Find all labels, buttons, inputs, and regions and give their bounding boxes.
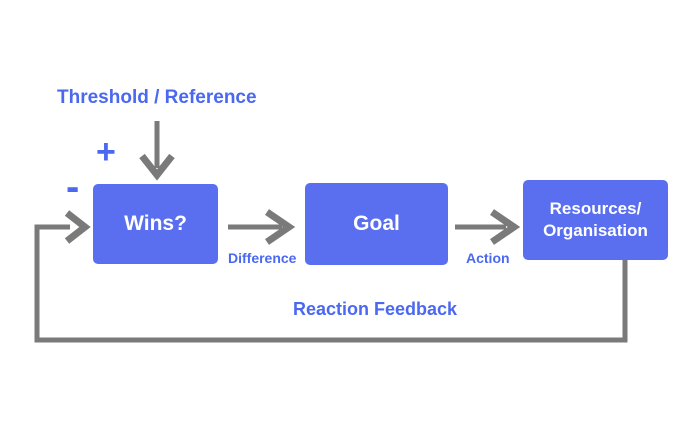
difference-edge-label: Difference <box>228 250 297 266</box>
feedback-loop-path-icon <box>34 210 628 343</box>
node-wins: Wins? <box>93 184 218 264</box>
plus-sign: + <box>96 133 116 171</box>
arrow-goal-to-resources-icon <box>455 209 521 245</box>
node-resources-organisation: Resources/ Organisation <box>523 180 668 260</box>
arrow-wins-to-goal-icon <box>228 209 296 245</box>
node-resources-label-line1: Resources/ <box>549 198 642 218</box>
node-resources-label-line2: Organisation <box>543 221 648 240</box>
minus-sign: - <box>66 165 80 209</box>
node-goal: Goal <box>305 183 448 265</box>
node-wins-label: Wins? <box>124 212 187 235</box>
action-edge-label: Action <box>466 250 510 266</box>
reaction-feedback-label: Reaction Feedback <box>292 299 458 319</box>
arrow-threshold-to-wins-icon <box>139 121 175 181</box>
node-goal-label: Goal <box>353 212 400 235</box>
threshold-reference-label: Threshold / Reference <box>57 87 257 108</box>
